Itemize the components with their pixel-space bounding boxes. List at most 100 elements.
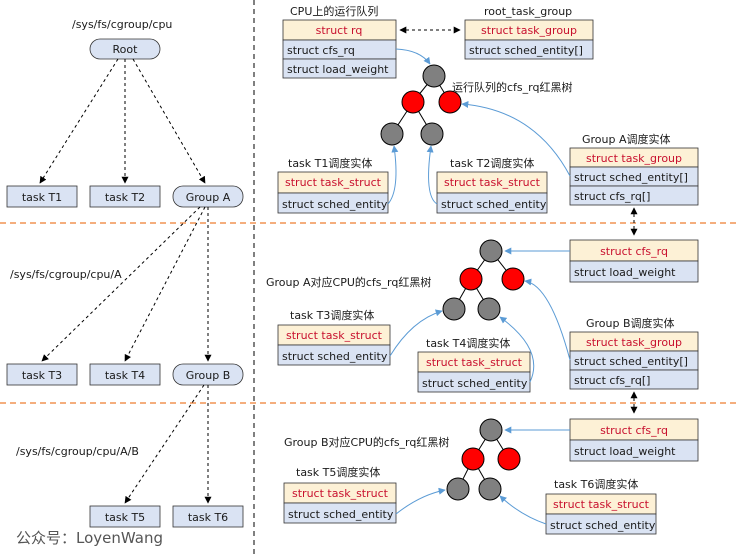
- t1-entity-row-0: struct task_struct: [285, 176, 382, 189]
- group-b-entity-row-2: struct cfs_rq[]: [574, 374, 650, 387]
- t4-entity-row-0: struct task_struct: [426, 356, 523, 369]
- t1-entity-row-1: struct sched_entity: [282, 198, 388, 211]
- group-a-entity-row-1: struct sched_entity[]: [574, 171, 688, 184]
- group-a-entity-row-0: struct task_group: [586, 152, 682, 165]
- tree3-leaf-right-node: [478, 477, 502, 501]
- t2-entity-title: task T2调度实体: [450, 156, 534, 170]
- t5-entity-title: task T5调度实体: [296, 465, 380, 479]
- blue-arrow-t6-tree3: [499, 495, 547, 525]
- group-b-entity-row-0: struct task_group: [586, 336, 682, 349]
- t3-entity-title: task T3调度实体: [290, 308, 374, 322]
- group-a-entity-box: struct task_group struct sched_entity[] …: [569, 147, 699, 206]
- rbtree-3: [446, 418, 521, 501]
- edge-root-t1: [39, 58, 119, 184]
- path-b-label: /sys/fs/cgroup/cpu/A/B: [16, 445, 139, 458]
- edge-groupa-t3: [41, 206, 201, 362]
- runqueue-box: struct rq struct cfs_rq struct load_weig…: [282, 19, 397, 79]
- root-task-group-box: struct task_group struct sched_entity[]: [464, 19, 594, 60]
- rbtree-2: [442, 239, 525, 321]
- t3-entity-row-1: struct sched_entity: [282, 350, 388, 363]
- group-a-entity-title: Group A调度实体: [582, 132, 671, 146]
- path-a-label: /sys/fs/cgroup/cpu/A: [10, 268, 122, 281]
- blue-arrow-t1-tree1: [387, 145, 399, 205]
- task-t6-label: task T6: [188, 511, 228, 524]
- t6-entity-title: task T6调度实体: [554, 477, 638, 491]
- blue-arrow-t2-tree1: [426, 145, 438, 205]
- group-a-cfs-row-0: struct cfs_rq: [600, 245, 668, 258]
- t1-entity-box: struct task_struct struct sched_entity: [277, 171, 389, 214]
- tree2-root-node: [479, 239, 503, 263]
- group-a-cfs-row-1: struct load_weight: [574, 266, 676, 279]
- tree3-root-node: [479, 418, 503, 442]
- tree3-label: Group B对应CPU的cfs_rq红黑树: [284, 435, 449, 449]
- task-t1-label: task T1: [22, 191, 62, 204]
- edge-groupa-t4: [124, 206, 206, 362]
- blue-arrow-t3-tree2: [389, 309, 443, 357]
- watermark: 公众号：LoyenWang: [16, 529, 163, 547]
- task-t3-label: task T3: [22, 369, 62, 382]
- tree2-right-node: [501, 267, 525, 291]
- group-b-cfs-box: struct cfs_rq struct load_weight: [569, 418, 699, 462]
- t1-entity-title: task T1调度实体: [288, 156, 372, 170]
- tree1-right-node: [438, 90, 462, 114]
- t5-entity-box: struct task_struct struct sched_entity: [283, 482, 397, 524]
- t5-entity-row-0: struct task_struct: [292, 487, 389, 500]
- runqueue-row-1: struct cfs_rq: [287, 44, 355, 57]
- tree3-right-node: [497, 447, 521, 471]
- t2-entity-row-1: struct sched_entity: [441, 198, 547, 211]
- t2-entity-row-0: struct task_struct: [444, 176, 541, 189]
- group-b-entity-box: struct task_group struct sched_entity[] …: [569, 331, 699, 390]
- group-b-entity-row-1: struct sched_entity[]: [574, 355, 688, 368]
- tree2-leaf-right-node: [477, 297, 501, 321]
- task-t5-label: task T5: [105, 511, 145, 524]
- t4-entity-title: task T4调度实体: [426, 336, 510, 350]
- t4-entity-row-1: struct sched_entity: [422, 377, 528, 390]
- tree1-leaf-left-node: [380, 122, 404, 146]
- group-b-cfs-row-1: struct load_weight: [574, 445, 676, 458]
- tree1-leaf-right-node: [420, 122, 444, 146]
- blue-arrow-t5-tree3: [395, 487, 446, 515]
- task-t2-label: task T2: [105, 191, 145, 204]
- task-t2-node: [89, 185, 161, 208]
- t6-entity-row-0: struct task_struct: [553, 498, 650, 511]
- group-a-cfs-box: struct cfs_rq struct load_weight: [569, 239, 699, 283]
- tree3-leaf-left-node: [446, 477, 470, 501]
- task-t4-node: [89, 363, 161, 386]
- runqueue-row-2: struct load_weight: [287, 63, 389, 76]
- tree3-left-node: [461, 447, 485, 471]
- t4-entity-box: struct task_struct struct sched_entity: [417, 351, 531, 393]
- tree1-root-node: [422, 64, 446, 88]
- tree2-left-node: [459, 267, 483, 291]
- tree1-label: 运行队列的cfs_rq红黑树: [452, 80, 572, 94]
- t6-entity-row-1: struct sched_entity: [550, 519, 656, 532]
- rbtree-1: [380, 64, 462, 146]
- tree2-label: Group A对应CPU的cfs_rq红黑树: [266, 275, 431, 289]
- blue-arrow-groupb-tree2: [524, 278, 571, 361]
- t6-entity-box: struct task_struct struct sched_entity: [545, 493, 657, 535]
- t2-entity-box: struct task_struct struct sched_entity: [436, 171, 548, 214]
- task-t1-node: [6, 185, 78, 208]
- root-node-label: Root: [113, 43, 139, 56]
- task-t5-node: [89, 505, 161, 528]
- path-root-label: /sys/fs/cgroup/cpu: [72, 18, 172, 31]
- blue-arrow-t4-tree2: [499, 316, 535, 383]
- runqueue-row-0: struct rq: [316, 24, 363, 37]
- tree2-leaf-left-node: [442, 297, 466, 321]
- group-b-label: Group B: [186, 369, 231, 382]
- blue-arrow-groupa-tree1: [461, 101, 571, 177]
- group-a-entity-row-2: struct cfs_rq[]: [574, 190, 650, 203]
- task-t3-node: [6, 363, 78, 386]
- blue-arrow-cfsrq-tree1: [395, 48, 431, 65]
- t3-entity-box: struct task_struct struct sched_entity: [277, 324, 391, 366]
- task-t4-label: task T4: [105, 369, 145, 382]
- t3-entity-row-0: struct task_struct: [286, 329, 383, 342]
- group-b-entity-title: Group B调度实体: [586, 316, 675, 330]
- t5-entity-row-1: struct sched_entity: [288, 508, 394, 521]
- tree1-left-node: [401, 90, 425, 114]
- root-task-group-row-0: struct task_group: [481, 24, 577, 37]
- root-task-group-row-1: struct sched_entity[]: [469, 44, 583, 57]
- root-task-group-title: root_task_group: [484, 5, 572, 18]
- task-t6-node: [172, 505, 244, 528]
